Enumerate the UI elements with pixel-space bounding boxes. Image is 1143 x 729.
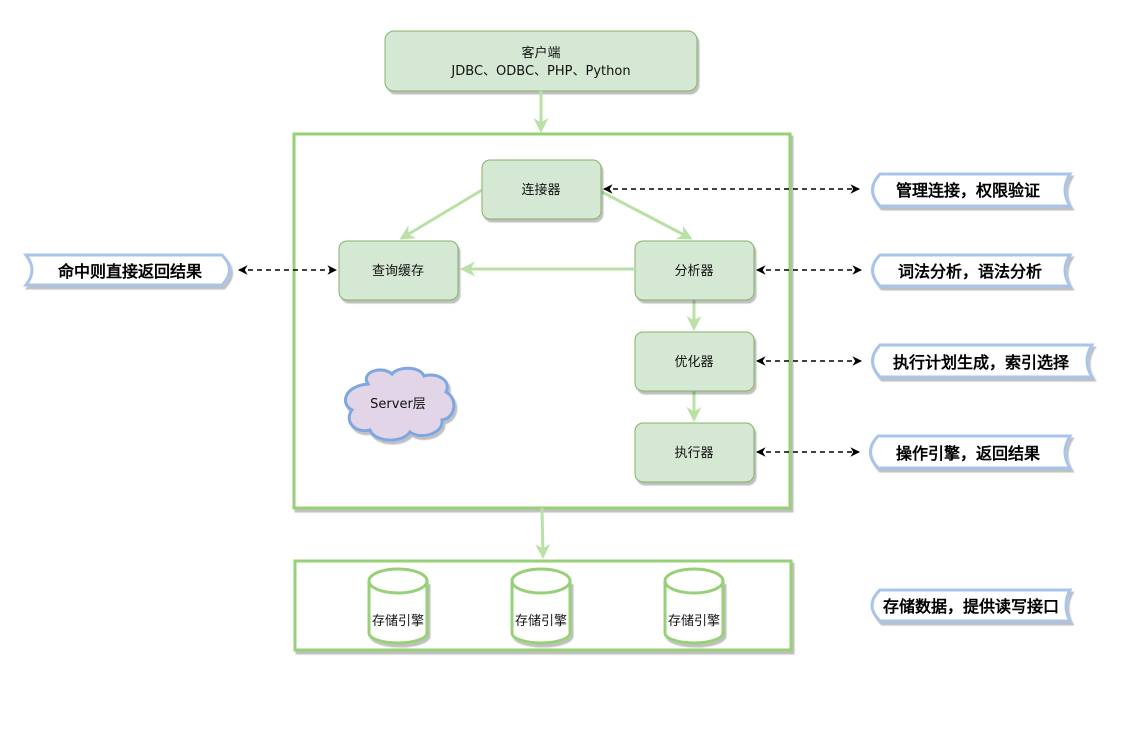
note-storage-text: 存储数据，提供读写接口 — [883, 597, 1059, 616]
client-node[interactable]: 客户端 JDBC、ODBC、PHP、Python — [384, 30, 698, 92]
executor-label: 执行器 — [674, 446, 713, 461]
optimizer-node[interactable]: 优化器 — [634, 331, 755, 392]
client-subtitle: JDBC、ODBC、PHP、Python — [450, 64, 630, 79]
note-analyzer: 词法分析，语法分析 — [871, 253, 1073, 288]
server-layer-label: Server层 — [370, 397, 426, 412]
query-cache-node[interactable]: 查询缓存 — [338, 240, 459, 301]
storage-engine-1[interactable]: 存储引擎 — [367, 567, 429, 645]
note-connector-text: 管理连接，权限验证 — [896, 181, 1040, 200]
arrow-connector-to-cache — [399, 188, 483, 240]
note-query-cache: 命中则直接返回结果 — [22, 253, 231, 287]
note-connector: 管理连接，权限验证 — [871, 172, 1073, 208]
optimizer-label: 优化器 — [674, 355, 713, 370]
storage-engine-3[interactable]: 存储引擎 — [663, 567, 725, 645]
note-executor: 操作引擎，返回结果 — [869, 434, 1073, 470]
note-analyzer-text: 词法分析，语法分析 — [898, 262, 1042, 281]
storage-engine-2[interactable]: 存储引擎 — [510, 567, 572, 645]
analyzer-node[interactable]: 分析器 — [634, 240, 755, 301]
note-optimizer: 执行计划生成，索引选择 — [871, 343, 1095, 379]
arrow-connector-to-analyzer — [601, 190, 693, 240]
query-cache-label: 查询缓存 — [372, 264, 424, 279]
note-query-cache-text: 命中则直接返回结果 — [57, 262, 202, 281]
arrow-server-to-storage — [535, 507, 551, 559]
executor-node[interactable]: 执行器 — [634, 422, 755, 483]
storage-engine-label: 存储引擎 — [668, 614, 720, 629]
note-executor-text: 操作引擎，返回结果 — [896, 444, 1040, 463]
analyzer-label: 分析器 — [674, 264, 713, 279]
client-title: 客户端 — [521, 45, 560, 61]
connector-node[interactable]: 连接器 — [481, 159, 602, 220]
note-storage: 存储数据，提供读写接口 — [870, 588, 1073, 623]
storage-engine-label: 存储引擎 — [515, 614, 567, 629]
connector-label: 连接器 — [521, 182, 560, 198]
storage-engine-label: 存储引擎 — [372, 614, 424, 629]
server-layer-cloud: Server层 — [343, 366, 456, 442]
note-optimizer-text: 执行计划生成，索引选择 — [893, 353, 1070, 372]
